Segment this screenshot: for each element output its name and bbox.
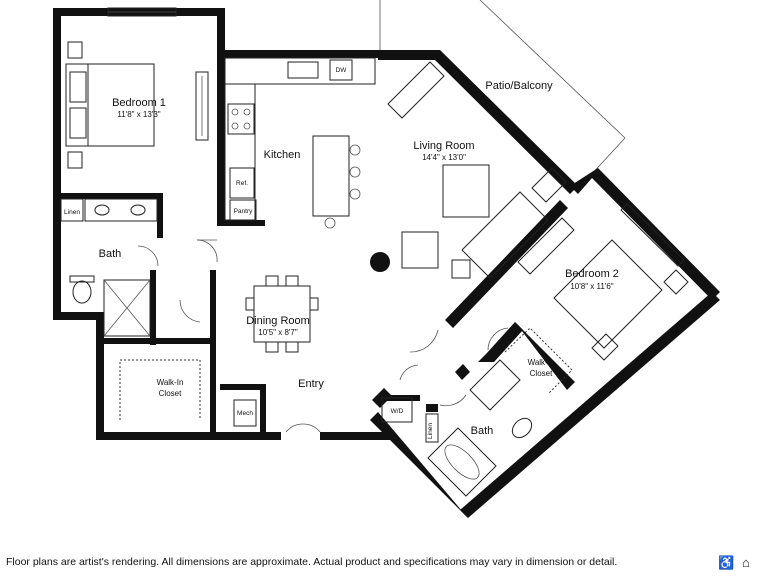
walkin1-line2: Closet <box>159 389 182 398</box>
dining-set <box>245 275 319 353</box>
linen2-label: Linen <box>427 423 434 439</box>
entry-name: Entry <box>298 378 324 390</box>
dining-room-dimensions: 10'5" x 8'7" <box>258 328 298 337</box>
mech-closet <box>233 399 257 427</box>
accessibility-icon: ♿ <box>718 555 735 570</box>
dining-room-name: Dining Room <box>246 315 310 327</box>
walkin2-line1: Walk-In <box>528 358 555 367</box>
bath2-name: Bath <box>471 425 494 437</box>
bath1-name: Bath <box>99 248 122 260</box>
bath2-fixtures <box>381 359 533 497</box>
living-room-name: Living Room <box>413 140 474 152</box>
bedroom2-name: Bedroom 2 <box>565 268 619 280</box>
dishwasher-label: DW <box>336 67 348 74</box>
walkin2-line2: Closet <box>530 369 553 378</box>
linen1-label: Linen <box>64 209 80 216</box>
living-furniture <box>370 61 567 279</box>
bath1-fixtures <box>60 198 158 337</box>
bedroom2-dimensions: 10'8" x 11'6" <box>570 282 613 291</box>
bedroom1-furniture <box>65 41 209 169</box>
windows <box>107 7 685 267</box>
kitchen-name: Kitchen <box>264 149 301 161</box>
equal-housing-icon: ⌂ <box>742 555 750 570</box>
walkin1-line1: Walk-In <box>157 378 184 387</box>
bedroom2-furniture <box>517 217 689 361</box>
walkin1-shelves <box>119 359 201 420</box>
refrigerator-label: Ref. <box>236 180 248 187</box>
patio-balcony-name: Patio/Balcony <box>485 80 553 92</box>
exterior-walls <box>53 8 720 518</box>
bedroom1-dimensions: 11'8" x 13'3" <box>117 110 160 119</box>
bedroom1-name: Bedroom 1 <box>112 97 166 109</box>
pantry-label: Pantry <box>234 208 254 215</box>
kitchen-fixtures <box>224 57 376 229</box>
washer-dryer-label: W/D <box>391 408 404 415</box>
doors <box>137 239 509 433</box>
patio-balcony-outline <box>379 0 626 191</box>
mech-label: Mech <box>237 410 253 417</box>
living-room-dimensions: 14'4" x 13'0" <box>422 153 466 162</box>
disclaimer-text: Floor plans are artist's rendering. All … <box>6 556 618 568</box>
walkin2-shelves <box>504 327 573 395</box>
